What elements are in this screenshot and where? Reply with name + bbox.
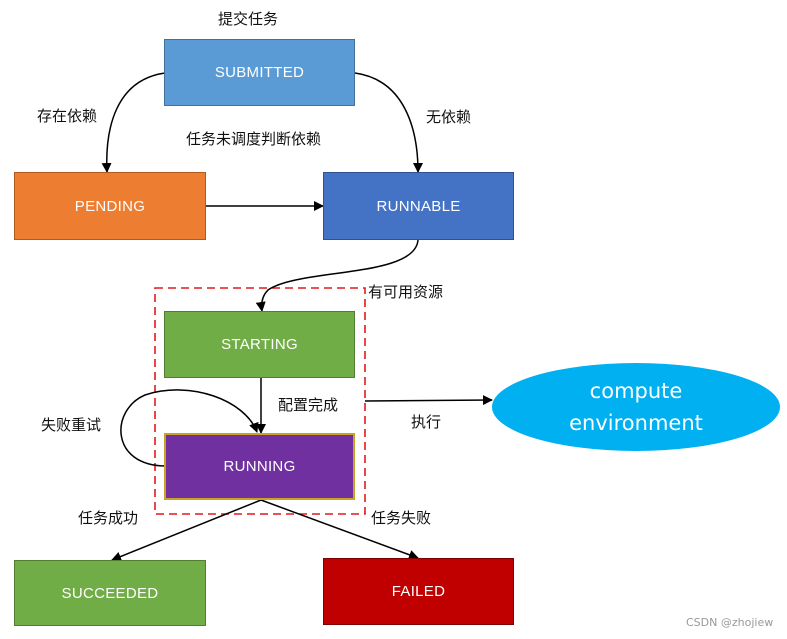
edge-runnable-to-starting: [255, 239, 419, 312]
state-failed: FAILED: [323, 558, 514, 625]
label-execute: 执行: [411, 413, 442, 431]
edge-submitted-to-runnable: [354, 72, 423, 173]
state-runnable: RUNNABLE: [323, 172, 514, 240]
edge-group-to-compute-environment: [364, 395, 493, 406]
compute-environment-line2: environment: [569, 411, 703, 435]
label-unscheduled-check: 任务未调度判断依赖: [186, 130, 322, 148]
label-config-done: 配置完成: [278, 396, 339, 414]
label-resources-available: 有可用资源: [368, 283, 444, 301]
label-has-dependency: 存在依赖: [37, 107, 98, 125]
edge-running-to-failed: [260, 499, 419, 560]
edge-running-to-succeeded: [111, 499, 262, 562]
state-running: RUNNING: [164, 433, 355, 500]
label-no-dependency: 无依赖: [426, 108, 472, 126]
label-task-failure: 任务失败: [371, 509, 432, 527]
label-retry-on-failure: 失败重试: [41, 416, 102, 434]
state-succeeded: SUCCEEDED: [14, 560, 206, 626]
state-starting: STARTING: [164, 311, 355, 378]
label-task-success: 任务成功: [78, 509, 139, 527]
compute-environment-line1: compute: [589, 379, 683, 403]
watermark: CSDN @zhojiew: [686, 616, 774, 629]
starting-running-group-box: [154, 287, 366, 515]
edge-submitted-to-pending: [101, 72, 166, 173]
label-submit-task: 提交任务: [218, 10, 279, 28]
state-submitted: SUBMITTED: [164, 39, 355, 106]
edge-running-retry-loop: [120, 389, 259, 467]
state-pending: PENDING: [14, 172, 206, 240]
compute-environment-node: compute environment: [492, 363, 780, 451]
